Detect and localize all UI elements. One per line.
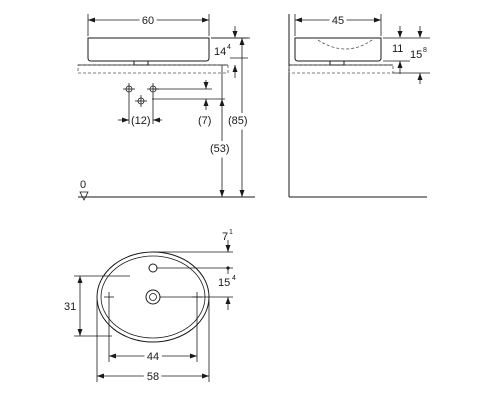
plan-tap-hole	[148, 263, 158, 273]
front-countertop	[77, 64, 229, 74]
floor-level-label: 0	[80, 179, 86, 191]
dim-side-height: 11	[392, 43, 403, 55]
floor-level-marker	[79, 191, 89, 201]
dim-side-total-sup: 8	[423, 47, 427, 54]
dim-plan-hole-spacing: 44	[147, 351, 159, 363]
side-countertop	[288, 64, 394, 74]
dim-plan-offset-b: 15	[218, 277, 230, 289]
side-view: 45 11 15 8	[288, 12, 430, 198]
dim-side-total: 15	[410, 49, 422, 61]
tap-center-marks	[123, 83, 212, 124]
dim-total-height: (85)	[228, 115, 248, 127]
dim-top-width: 60	[142, 15, 154, 27]
dim-counter-height: (53)	[210, 143, 230, 155]
plan-waste-inner	[149, 293, 157, 301]
plan-waste-outer	[145, 289, 161, 305]
dim-tap-offset: (7)	[198, 115, 211, 127]
dim-plan-width: 58	[147, 371, 159, 383]
front-waste	[133, 60, 149, 66]
front-view: 60 14 4 (85) (53)	[77, 12, 255, 201]
dim-plan-depth: 31	[64, 301, 76, 313]
dim-rim-height: 14	[214, 46, 226, 58]
dim-plan-offset-b-sup: 4	[232, 275, 236, 282]
dim-plan-offset-a: 7	[222, 231, 228, 243]
side-basin-outline	[294, 37, 382, 62]
front-basin-outline	[87, 37, 210, 62]
dim-side-depth: 45	[332, 15, 344, 27]
plan-view: 7 1 15 4 31 44 58	[64, 229, 236, 386]
dim-plan-offset-a-sup: 1	[229, 229, 233, 236]
side-bowl-hidden	[317, 39, 373, 50]
dim-rim-height-sup: 4	[227, 44, 231, 51]
dim-tap-spacing: (12)	[131, 115, 151, 127]
